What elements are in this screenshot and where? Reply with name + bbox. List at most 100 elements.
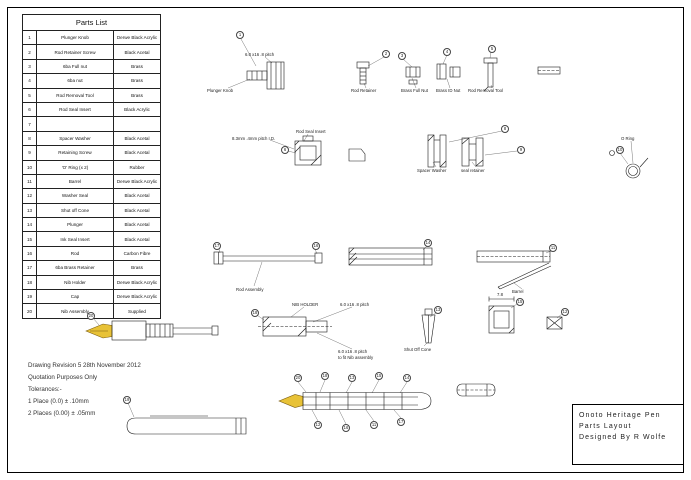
label-rod-removal-tool: Rod Removal Tool bbox=[468, 88, 504, 93]
rod-removal-tool-drawing bbox=[483, 57, 498, 92]
label-rod-retainer: Rod Retainer bbox=[351, 88, 377, 93]
pen-assembly-drawing bbox=[278, 392, 432, 410]
balloon-14: 14 bbox=[403, 374, 411, 382]
plunger-knob-drawing bbox=[246, 61, 285, 90]
label-dim-7-8: 7.8 bbox=[497, 292, 503, 297]
title-block-line2: Parts Layout bbox=[579, 423, 632, 430]
drawing-notes: Drawing Revision 5 28th November 2012 Qu… bbox=[28, 362, 141, 422]
balloon-10: 10 bbox=[616, 146, 624, 154]
label-o-ring: O Ring bbox=[621, 136, 635, 141]
brass-full-nut-drawing bbox=[405, 66, 421, 85]
note-tolerance-1: 1 Place (0.0) ± .10mm bbox=[28, 398, 89, 405]
rod-assembly-drawing bbox=[213, 251, 323, 265]
ink-seal-insert-drawing bbox=[488, 296, 515, 334]
balloon-4: 4 bbox=[443, 48, 451, 56]
label-rod-seal-insert: Rod Seal Insert bbox=[296, 129, 326, 134]
label-seal-thread-note: 8.3mm .4mm pitch I.D. bbox=[232, 136, 276, 141]
balloon-15: 15 bbox=[375, 372, 383, 380]
label-nib-holder: NIB HOLDER bbox=[292, 302, 319, 307]
balloon-1: 1 bbox=[236, 31, 244, 39]
balloon-11: 11 bbox=[370, 421, 378, 429]
note-tolerance-2: 2 Places (0.00) ± .05mm bbox=[28, 410, 96, 417]
balloon-17: 17 bbox=[213, 242, 221, 250]
plunger-drawing bbox=[348, 247, 433, 266]
spacer-washer-drawing bbox=[427, 134, 447, 168]
cap-drawing bbox=[126, 415, 247, 435]
shut-off-cone-drawing bbox=[421, 308, 436, 344]
parts-list-row: 10'O' Ring (x 2)Rubber bbox=[22, 159, 161, 175]
balloon-18: 18 bbox=[321, 372, 329, 380]
balloon-13: 13 bbox=[434, 306, 442, 314]
rod-seal-insert-drawing bbox=[294, 135, 322, 166]
washer-seal-drawing bbox=[546, 316, 563, 330]
o-ring-drawing bbox=[609, 150, 649, 179]
note-tolerances-heading: Tolerances:- bbox=[28, 386, 62, 393]
seal-screw-drawing bbox=[348, 148, 366, 162]
balloon-9: 9 bbox=[517, 146, 525, 154]
nib-section-assembly-drawing bbox=[85, 320, 219, 341]
title-block-line1: Onoto Heritage Pen bbox=[579, 412, 661, 419]
note-revision: Drawing Revision 5 28th November 2012 bbox=[28, 362, 141, 369]
label-shut-off-cone: Shut Off Cone bbox=[404, 347, 432, 352]
balloon-11: 11 bbox=[549, 244, 557, 252]
balloon-13: 13 bbox=[348, 374, 356, 382]
parts-list-title: Parts List bbox=[22, 14, 161, 31]
balloon-8: 8 bbox=[501, 125, 509, 133]
balloon-12: 12 bbox=[561, 308, 569, 316]
balloon-18: 18 bbox=[251, 309, 259, 317]
label-spacer-washer: Spacer Washer bbox=[417, 168, 447, 173]
label-barrel: Barrel bbox=[512, 289, 524, 294]
note-purpose: Quotation Purposes Only bbox=[28, 374, 98, 381]
balloon-5: 5 bbox=[488, 45, 496, 53]
label-nib-note-2: to fit Nib assembly bbox=[338, 355, 374, 360]
seal-retainer-drawing bbox=[461, 137, 484, 167]
brass-id-nut-drawing bbox=[436, 63, 461, 80]
balloon-17: 17 bbox=[397, 418, 405, 426]
label-nib-note-1: 6.0 x16 .8 pitch bbox=[338, 349, 368, 354]
leader-lines bbox=[92, 38, 634, 425]
title-block-line3: Designed By R Wolfe bbox=[579, 434, 667, 441]
label-nib-holder-thread: 6.0 x16 .8 pitch bbox=[340, 302, 370, 307]
balloon-12: 12 bbox=[314, 421, 322, 429]
barrel-blank-drawing bbox=[456, 383, 496, 397]
balloon-15: 15 bbox=[516, 298, 524, 306]
label-rod-assembly: Rod Assembly bbox=[236, 287, 264, 292]
balloon-20: 20 bbox=[294, 374, 302, 382]
rod-retainer-drawing bbox=[356, 61, 370, 85]
balloon-6: 6 bbox=[281, 146, 289, 154]
parts-list-row: 7 bbox=[22, 116, 161, 132]
label-plunger-knob: Plunger Knob bbox=[207, 88, 234, 93]
balloon-19: 19 bbox=[123, 396, 131, 404]
label-seal-retainer: seal retainer bbox=[461, 168, 485, 173]
label-thread-note-top: 6.0 x16 .8 pitch bbox=[245, 52, 275, 57]
label-brass-id-nut: Brass ID Nut bbox=[436, 88, 461, 93]
barrel-drawing bbox=[476, 250, 552, 290]
balloon-3: 3 bbox=[398, 52, 406, 60]
balloon-14: 14 bbox=[424, 239, 432, 247]
nib-holder-drawing bbox=[258, 316, 332, 337]
balloon-16: 16 bbox=[312, 242, 320, 250]
tool-end-drawing bbox=[537, 66, 561, 75]
label-brass-full-nut: Brass Full Nut bbox=[401, 88, 428, 93]
